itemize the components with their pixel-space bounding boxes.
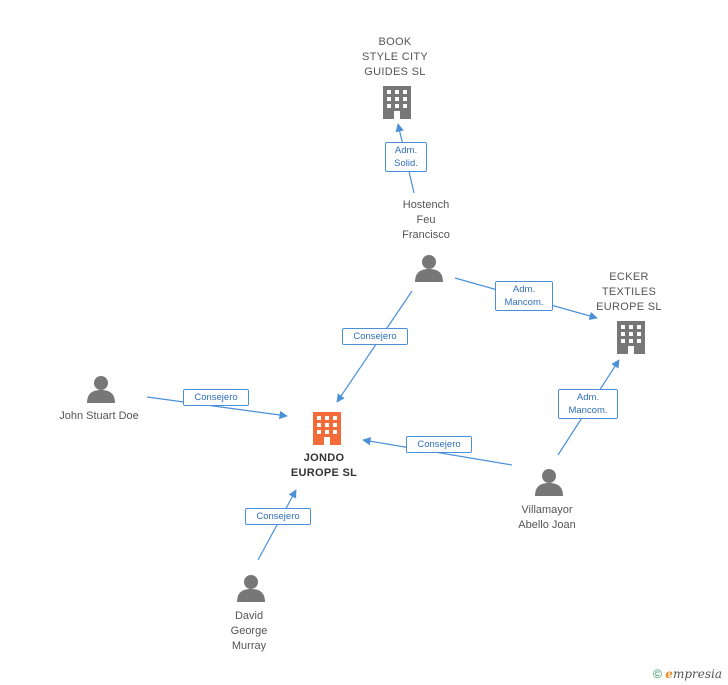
node-label-hostench[interactable]: Hostench Feu Francisco	[402, 199, 450, 241]
person-icon[interactable]	[535, 469, 563, 496]
person-icon[interactable]	[415, 255, 443, 282]
edge-label-adm-mancom-villamayor[interactable]: Adm. Mancom.	[558, 389, 618, 419]
edge-label-consejero-david[interactable]: Consejero	[245, 508, 311, 525]
edge-label-consejero-john[interactable]: Consejero	[183, 389, 249, 406]
copyright-symbol: ©	[653, 667, 662, 681]
empresia-logo: empresia	[665, 667, 722, 681]
node-label-ecker[interactable]: ECKER TEXTILES EUROPE SL	[596, 271, 662, 313]
node-label-book-style[interactable]: BOOK STYLE CITY GUIDES SL	[362, 36, 428, 78]
edge-label-adm-solid[interactable]: Adm. Solid.	[385, 142, 427, 172]
edge-john-jondo	[146, 396, 288, 420]
building-icon[interactable]	[383, 86, 411, 119]
copyright-notice: © empresia	[653, 667, 722, 681]
edge-david-jondo	[257, 489, 297, 561]
node-label-jondo[interactable]: JONDO EUROPE SL	[290, 452, 358, 479]
edge-label-consejero-villamayor[interactable]: Consejero	[406, 436, 472, 453]
person-icon[interactable]	[87, 376, 115, 403]
node-label-villamayor[interactable]: Villamayor Abello Joan	[518, 504, 576, 531]
node-label-david[interactable]: David George Murray	[230, 610, 268, 652]
edge-label-adm-mancom-hostench[interactable]: Adm. Mancom.	[495, 281, 553, 311]
edge-hostench-jondo	[336, 290, 413, 403]
node-label-john[interactable]: John Stuart Doe	[59, 410, 139, 422]
edge-label-consejero-hostench[interactable]: Consejero	[342, 328, 408, 345]
building-icon[interactable]	[313, 412, 341, 445]
building-icon[interactable]	[617, 321, 645, 354]
person-icon[interactable]	[237, 575, 265, 602]
